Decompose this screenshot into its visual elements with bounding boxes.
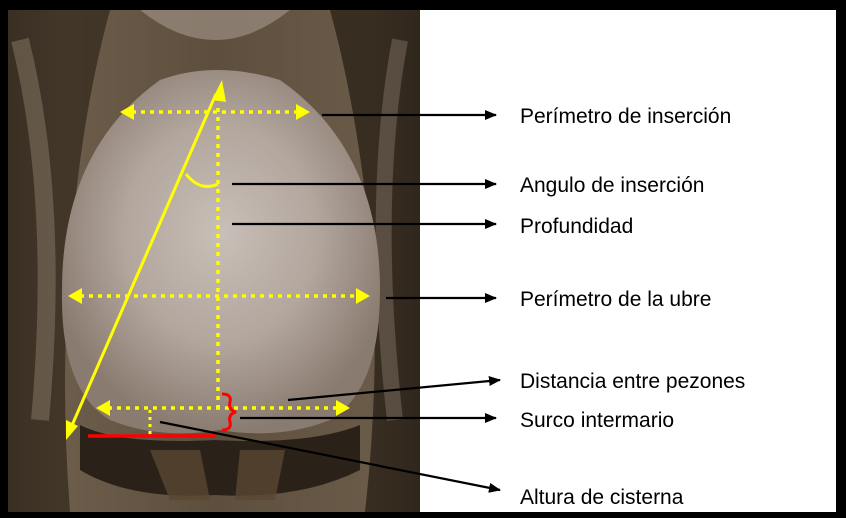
label-udder-perimeter: Perímetro de la ubre: [520, 288, 711, 311]
labels: Perímetro de inserción Angulo de inserci…: [520, 105, 745, 509]
label-insertion-angle: Angulo de inserción: [520, 174, 704, 197]
label-cistern-height: Altura de cisterna: [520, 486, 684, 509]
label-insertion-perimeter: Perímetro de inserción: [520, 105, 731, 128]
label-teat-distance: Distancia entre pezones: [520, 370, 745, 393]
label-depth: Profundidad: [520, 215, 633, 238]
label-intermammary-groove: Surco intermario: [520, 409, 674, 432]
